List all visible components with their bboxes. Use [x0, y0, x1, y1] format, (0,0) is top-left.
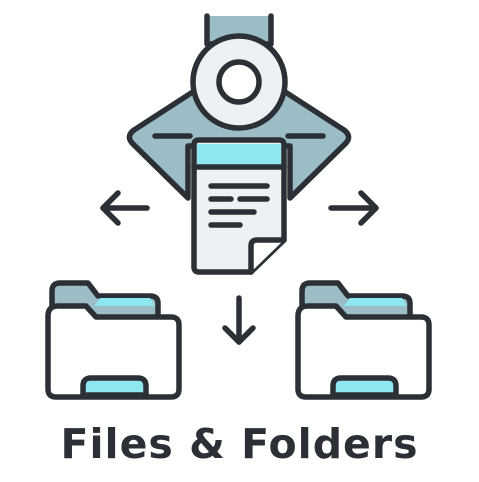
- folder-label: [330, 375, 399, 398]
- folder-label: [80, 375, 149, 398]
- folder-icon: [295, 280, 432, 400]
- folder-front: [45, 303, 182, 400]
- arrow-right-icon: [328, 190, 379, 226]
- document-icon: [191, 137, 287, 275]
- document-fold: [248, 237, 287, 275]
- caption-title: Files & Folders: [60, 420, 419, 468]
- arrow-down-icon: [222, 295, 256, 345]
- folder-tab-accent: [344, 298, 407, 306]
- arrow-left-icon: [100, 190, 150, 226]
- folder-icon: [45, 280, 182, 400]
- folder-front: [295, 303, 432, 400]
- arm-joint-inner: [216, 59, 262, 105]
- document-header-band: [197, 144, 281, 166]
- folder-tab-accent: [94, 298, 155, 306]
- robotic-arm-icon: [126, 13, 352, 201]
